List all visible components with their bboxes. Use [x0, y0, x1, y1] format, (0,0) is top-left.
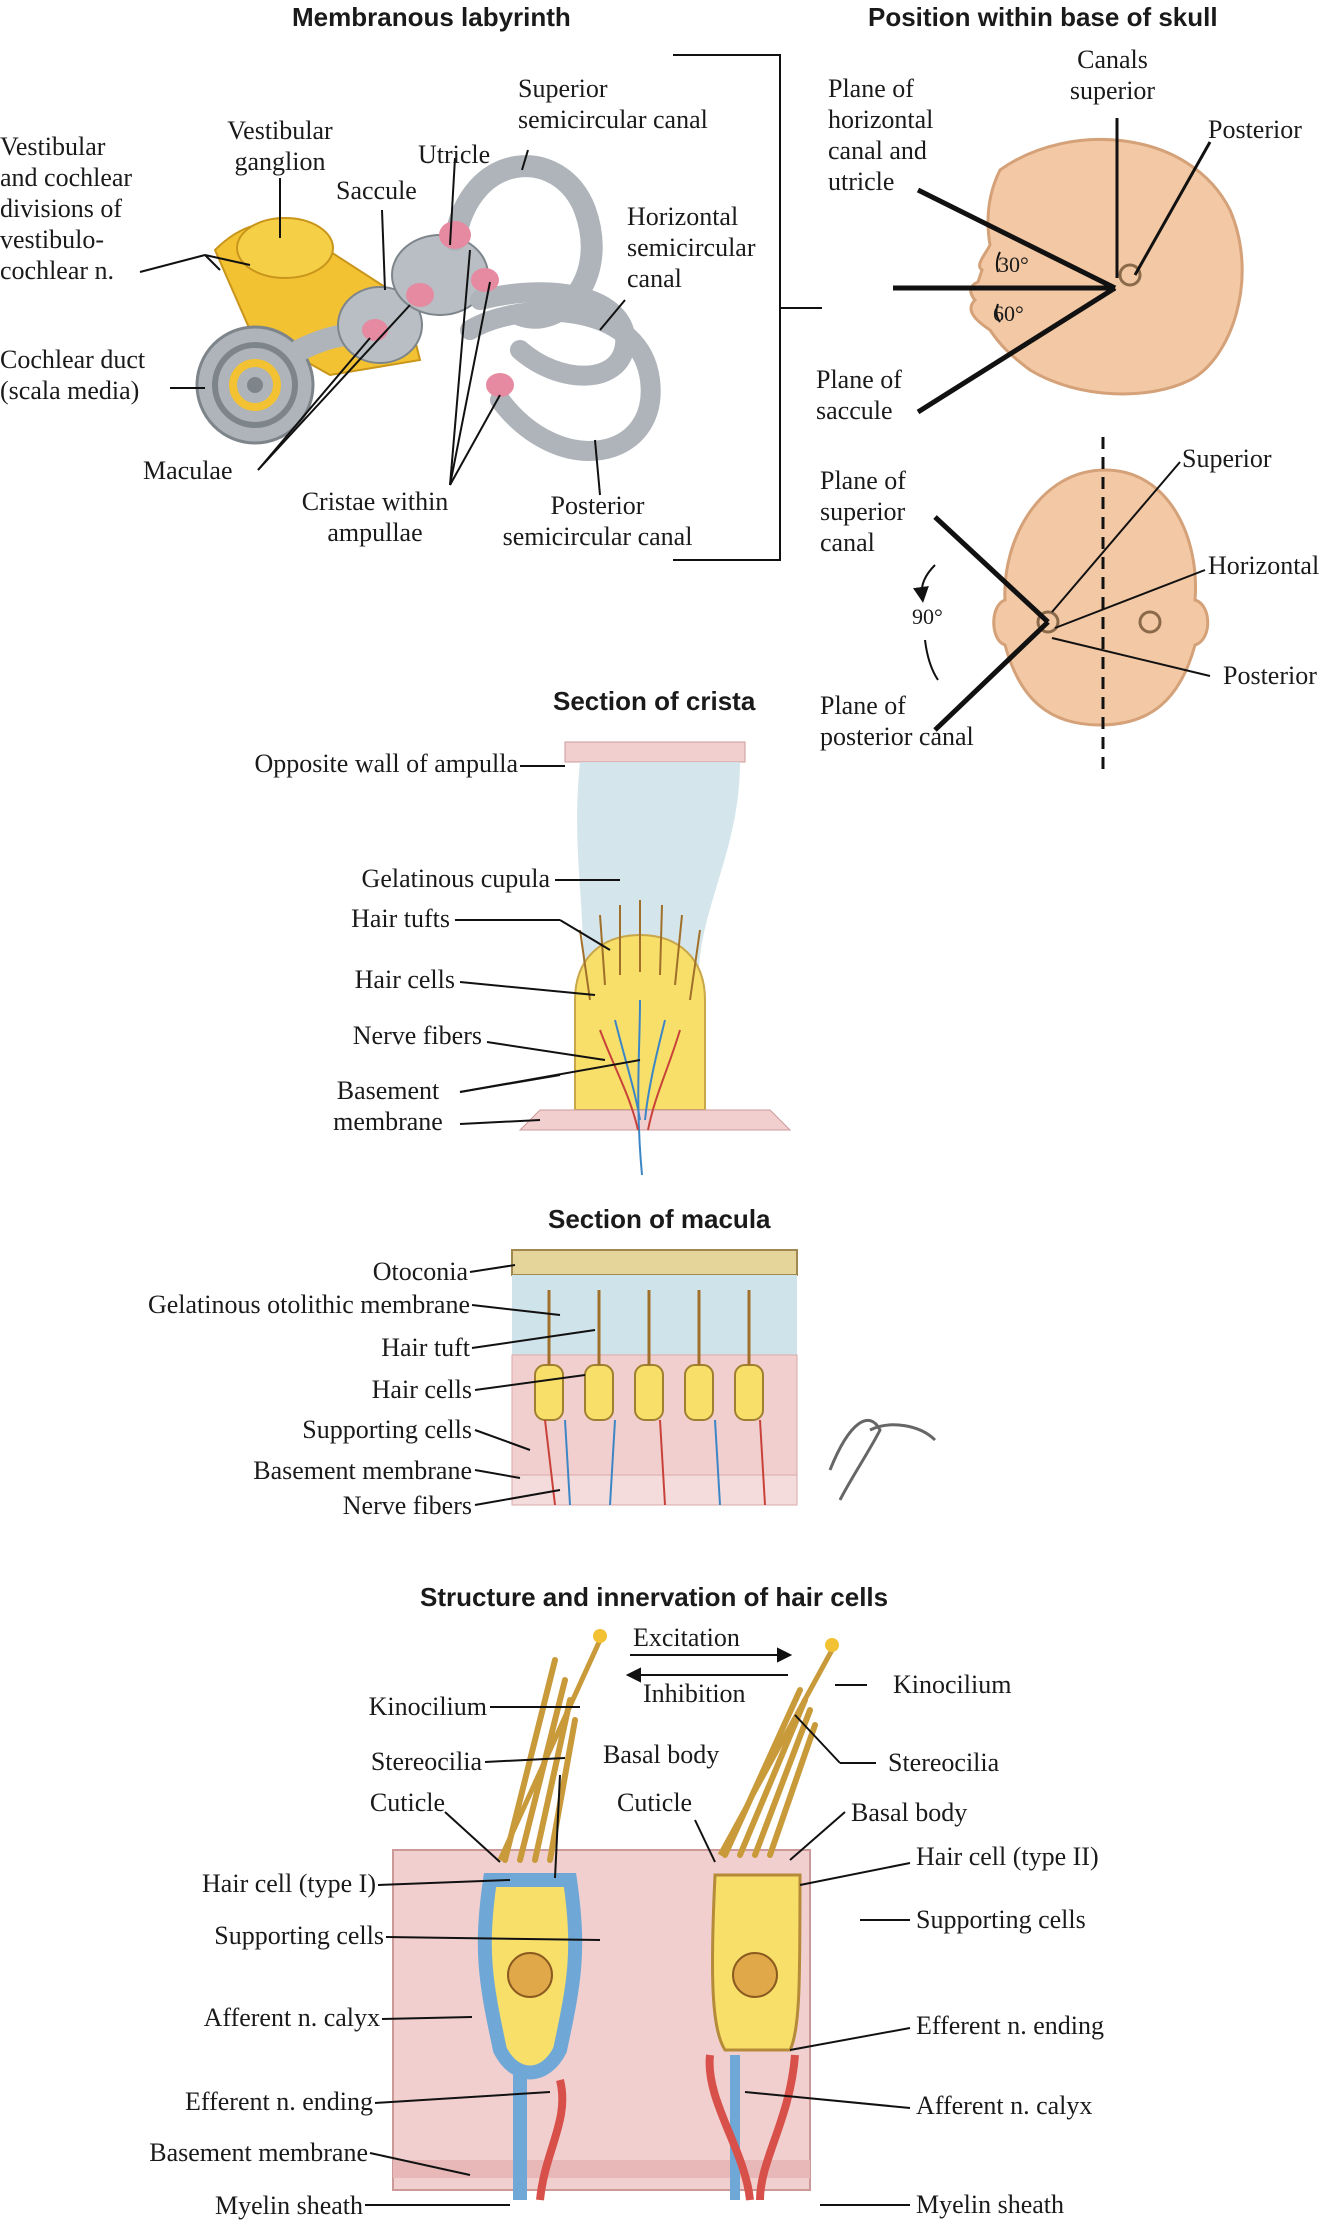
- label-kinocilium-left: Kinocilium: [368, 1692, 487, 1721]
- label-utricle: Utricle: [418, 140, 491, 169]
- label-supporting-cells-macula: Supporting cells: [302, 1415, 472, 1444]
- label-basal-body-right: Basal body: [851, 1798, 968, 1827]
- label-excitation: Excitation: [633, 1623, 740, 1652]
- label-myelin-sheath-left: Myelin sheath: [214, 2191, 363, 2220]
- label-saccule: Saccule: [336, 176, 417, 205]
- label-horizontal: Horizontal: [1208, 551, 1320, 580]
- title-membranous-labyrinth: Membranous labyrinth: [292, 2, 571, 32]
- label-plane-horizontal-canal-utricle: Plane of horizontal canal and utricle: [828, 74, 934, 196]
- label-plane-saccule: Plane of saccule: [816, 365, 902, 425]
- label-basement-membrane-crista: Basement membrane: [333, 1076, 443, 1136]
- label-hair-tuft-macula: Hair tuft: [381, 1333, 470, 1362]
- label-gelatinous-otolithic-membrane: Gelatinous otolithic membrane: [147, 1290, 470, 1319]
- label-angle-60: 60°: [993, 301, 1024, 326]
- label-superior: Superior: [1182, 444, 1272, 473]
- label-horizontal-semicircular-canal: Horizontal semicircular canal: [627, 202, 756, 293]
- skull-lateral-lines: [893, 118, 1212, 415]
- label-supporting-cells-right: Supporting cells: [916, 1905, 1086, 1934]
- title-position-skull: Position within base of skull: [868, 2, 1218, 32]
- label-posterior-lateral: Posterior: [1208, 115, 1302, 144]
- label-afferent-calyx-left: Afferent n. calyx: [203, 2003, 380, 2032]
- hair-cells-drawing: [392, 1629, 839, 2201]
- label-angle-30: 30°: [998, 252, 1029, 277]
- label-vestibular-ganglion: Vestibular ganglion: [227, 116, 333, 176]
- membranous-labyrinth-drawing: [195, 155, 661, 461]
- hair-cell-leader-lines: [365, 1684, 911, 2206]
- title-section-macula: Section of macula: [548, 1204, 771, 1234]
- macula-drawing: [511, 1249, 798, 1506]
- label-posterior-top-view: Posterior: [1223, 661, 1317, 690]
- label-posterior-semicircular-canal: Posterior semicircular canal: [502, 491, 693, 551]
- label-hair-cells-macula: Hair cells: [371, 1375, 472, 1404]
- label-hair-tufts: Hair tufts: [351, 904, 450, 933]
- label-afferent-calyx-right: Afferent n. calyx: [916, 2091, 1093, 2120]
- label-canals-superior: Canals superior: [1069, 45, 1156, 105]
- label-nerve-fibers-macula: Nerve fibers: [342, 1491, 472, 1520]
- skull-top-drawing: [992, 468, 1210, 727]
- label-cristae-within-ampullae: Cristae within ampullae: [301, 487, 449, 547]
- label-hair-cells-crista: Hair cells: [354, 965, 455, 994]
- label-hair-cell-type2: Hair cell (type II): [916, 1842, 1099, 1871]
- label-cuticle-left: Cuticle: [369, 1788, 445, 1817]
- label-superior-semicircular-canal: Superior semicircular canal: [518, 74, 708, 134]
- label-nerve-fibers-crista: Nerve fibers: [352, 1021, 482, 1050]
- label-maculae: Maculae: [143, 456, 233, 485]
- label-kinocilium-right: Kinocilium: [893, 1670, 1012, 1699]
- label-hair-cell-type1: Hair cell (type I): [202, 1869, 376, 1898]
- skull-top-lines: [913, 437, 1211, 775]
- labyrinth-leader-lines: [139, 54, 822, 561]
- label-basement-membrane-hair: Basement membrane: [149, 2138, 368, 2167]
- label-efferent-ending-right: Efferent n. ending: [916, 2011, 1104, 2040]
- macula-leader-lines: [469, 1264, 596, 1506]
- label-cuticle-right: Cuticle: [617, 1788, 693, 1817]
- label-basal-body-left: Basal body: [603, 1740, 720, 1769]
- title-hair-cells: Structure and innervation of hair cells: [420, 1582, 889, 1612]
- excitation-inhibition-arrows: [625, 1647, 793, 1683]
- label-gelatinous-cupula: Gelatinous cupula: [361, 864, 550, 893]
- label-stereocilia-left: Stereocilia: [370, 1747, 482, 1776]
- label-efferent-ending-left: Efferent n. ending: [185, 2087, 373, 2116]
- label-inhibition: Inhibition: [643, 1679, 746, 1708]
- label-cochlear-duct: Cochlear duct (scala media): [0, 345, 146, 405]
- label-myelin-sheath-right: Myelin sheath: [916, 2190, 1065, 2219]
- label-plane-superior-canal: Plane of superior canal: [820, 466, 906, 557]
- crista-drawing: [518, 741, 792, 1176]
- label-opposite-wall-ampulla: Opposite wall of ampulla: [254, 749, 518, 778]
- label-otoconia: Otoconia: [372, 1257, 468, 1286]
- label-angle-90: 90°: [912, 604, 943, 629]
- title-section-crista: Section of crista: [553, 686, 756, 716]
- label-vestibular-cochlear-divisions: Vestibular and cochlear divisions of ves…: [0, 132, 133, 285]
- label-stereocilia-right: Stereocilia: [888, 1748, 1000, 1777]
- label-supporting-cells-left: Supporting cells: [214, 1921, 384, 1950]
- label-plane-posterior-canal: Plane of posterior canal: [820, 691, 974, 751]
- crista-leader-lines: [455, 765, 641, 1125]
- label-basement-membrane-macula: Basement membrane: [253, 1456, 472, 1485]
- netter-signature: [828, 1418, 937, 1501]
